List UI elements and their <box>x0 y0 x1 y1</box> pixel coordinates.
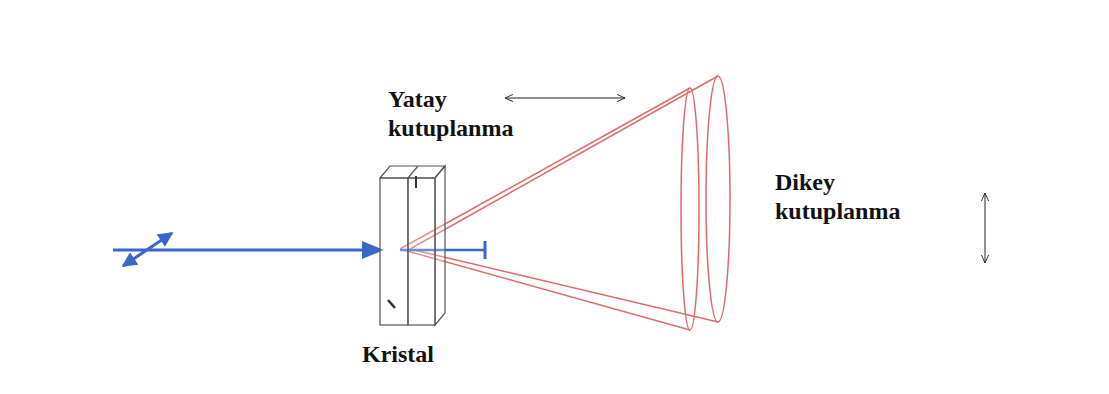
horizontal-polarization-arrow <box>505 98 625 99</box>
crystal-label: Kristal <box>362 340 482 369</box>
beam-stop <box>484 241 487 259</box>
crystal <box>380 166 445 325</box>
polarization-label: Yatay kutuplanma <box>388 85 528 143</box>
pump-polarization-arrow <box>123 233 172 266</box>
pump-beam <box>113 249 380 252</box>
vertical-polarization-arrow <box>985 193 986 263</box>
photon-cones <box>400 76 730 330</box>
polarization-label: Dikey kutuplanma <box>775 168 915 226</box>
